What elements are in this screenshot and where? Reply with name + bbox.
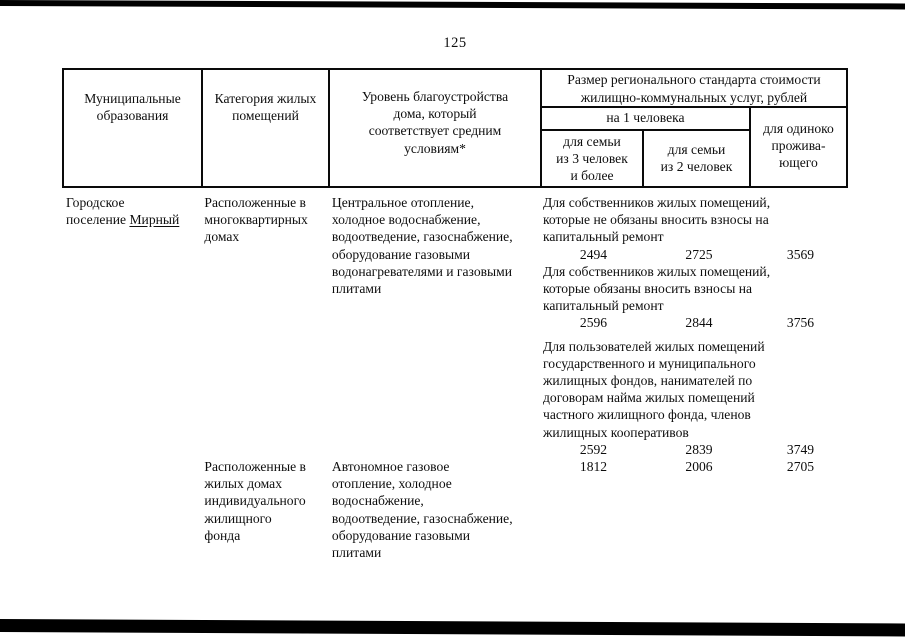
tariff-group-label: Для собственников жилых помещений, котор…: [543, 195, 771, 245]
page-number: 125: [443, 35, 467, 51]
tariff-group-label: Для собственников жилых помещений, котор…: [543, 263, 771, 314]
tariff-value-single: 3749: [786, 441, 815, 457]
tariff-group-label: Для пользователей жилых помещений госуда…: [543, 338, 765, 440]
scan-artifact-top-edge: [0, 0, 905, 10]
tariff-values-row: 2592 2839 3749: [542, 441, 848, 458]
tariffs-cell: 1812 2006 2705: [538, 458, 848, 475]
municipality-cell: Городское поселение Мирный: [62, 188, 200, 228]
table-body: Городское поселение Мирный Расположенные…: [62, 188, 848, 561]
header-family-of-2: для семьи из 2 человек: [660, 142, 733, 174]
header-per-person-group: на 1 человека для семьи из 3 человек и б…: [542, 108, 751, 186]
tariffs-cell: Для собственников жилых помещений, котор…: [538, 188, 848, 458]
tariff-value-single: 3569: [786, 246, 815, 262]
header-single-resident: для одиноко прожива- ющего: [763, 121, 834, 171]
category-cell: Расположенные в жилых домах индивидуальн…: [204, 459, 306, 543]
category-cell: Расположенные в многоквартирных домах: [204, 195, 308, 245]
header-per-person: на 1 человека: [542, 108, 749, 131]
header-cost-group: Размер регионального стандарта стоимости…: [542, 70, 846, 186]
tariff-values-row: 2494 2725 3569: [542, 246, 848, 263]
amenities-cell: Центральное отопление, холодное водоснаб…: [331, 195, 513, 297]
tariff-value-family3: 1812: [579, 459, 608, 475]
tariff-value-family3: 2592: [579, 441, 608, 457]
header-cost-title: Размер регионального стандарта стоимости…: [542, 70, 846, 108]
municipality-name: Городское поселение: [66, 195, 127, 228]
header-category: Категория жилых помещений: [203, 70, 330, 186]
tariff-value-family3: 2596: [579, 315, 608, 331]
tariff-values-row: 2596 2844 3756: [542, 314, 848, 331]
cost-standards-table: Муниципальные образования Категория жилы…: [62, 68, 848, 561]
tariff-values-row: 1812 2006 2705: [542, 458, 848, 475]
tariff-value-single: 2705: [786, 459, 815, 475]
tariff-value-family2: 2725: [685, 246, 713, 262]
header-municipality: Муниципальные образования: [64, 70, 203, 186]
header-family-of-3: для семьи из 3 человек и более: [542, 131, 644, 186]
tariff-value-family2: 2844: [685, 315, 713, 331]
tariff-value-family3: 2494: [579, 246, 608, 262]
table-row-multiapartment: Городское поселение Мирный Расположенные…: [62, 188, 848, 458]
table-header: Муниципальные образования Категория жилы…: [62, 68, 848, 188]
municipality-name-underlined: Мирный: [129, 212, 180, 228]
tariff-value-family2: 2839: [685, 441, 713, 457]
header-family-columns: для семьи из 3 человек и более для семьи…: [542, 131, 749, 186]
tariff-value-family2: 2006: [685, 459, 713, 475]
table-row-individual-housing: Расположенные в жилых домах индивидуальн…: [62, 458, 848, 561]
tariff-value-single: 3756: [786, 315, 815, 331]
header-amenities: Уровень благоустройства дома, который со…: [330, 70, 542, 186]
amenities-cell: Автономное газовое отопление, холодное в…: [331, 459, 513, 561]
scan-artifact-bottom-edge: [0, 619, 905, 637]
header-cost-subgroup: на 1 человека для семьи из 3 человек и б…: [542, 108, 846, 186]
